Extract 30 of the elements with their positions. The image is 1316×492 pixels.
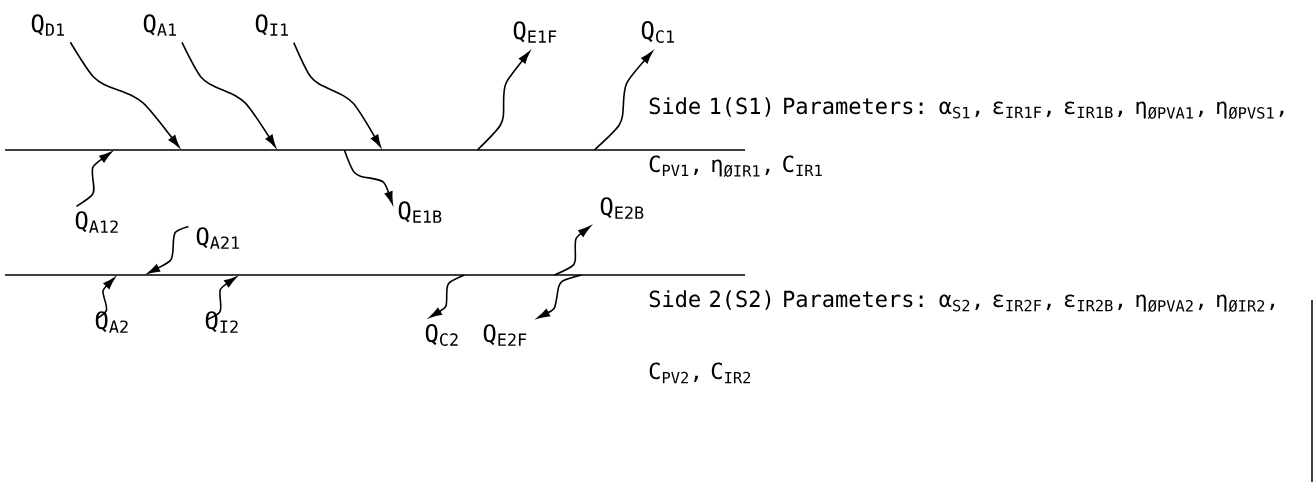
flux-label: Q$_{A1}$ [143, 14, 176, 36]
wavy-arrow [537, 274, 583, 319]
flux-label: Q$_{A12}$ [75, 211, 118, 233]
flux-label: Q$_{E2B}$ [600, 197, 644, 219]
flux-label: Q$_{C1}$ [641, 21, 674, 43]
flux-label: Q$_{E2F}$ [483, 324, 527, 346]
wavy-arrow [147, 225, 190, 274]
wavy-arrow [181, 41, 276, 148]
flux-label: Q$_{I2}$ [205, 311, 238, 333]
flux-label: Q$_{A21}$ [196, 227, 239, 249]
parameter-list: Side 1(S1) Parameters: α$_{S1}$, ε$_{IR1F}$, ε$_{IR1B}$, η$_{ØPVA1}$, η$_{ØPVS1}$, C$_{PV1}$, η$_{ØIR1}$, C$_{IR1}$ [649, 97, 1284, 177]
wavy-arrow [205, 276, 237, 321]
parameter-list: Side 2(S2) Parameters: α$_{S2}$, ε$_{IR2F}$, ε$_{IR2B}$, η$_{ØPVA2}$, η$_{ØIR2}$, C$_{PV2}$, C$_{IR2}$ [649, 290, 1275, 384]
surface-line [4, 274, 746, 276]
flux-label: Q$_{E1F}$ [513, 21, 557, 43]
wavy-arrow [593, 51, 653, 151]
wavy-arrow [429, 274, 466, 318]
wavy-arrow [75, 151, 112, 208]
wavy-arrow [95, 277, 116, 320]
flux-label: Q$_{D1}$ [31, 14, 64, 36]
flux-label: Q$_{C2}$ [425, 324, 458, 346]
flux-label: Q$_{E1B}$ [398, 201, 442, 223]
surface-line [4, 149, 746, 151]
wavy-arrow [476, 51, 530, 151]
flux-label: Q$_{I1}$ [255, 14, 288, 36]
wavy-arrow [553, 225, 591, 276]
wavy-arrow [69, 41, 180, 148]
wavy-arrow [293, 41, 381, 148]
wavy-arrow [343, 149, 393, 204]
flux-label: Q$_{A2}$ [95, 311, 128, 333]
